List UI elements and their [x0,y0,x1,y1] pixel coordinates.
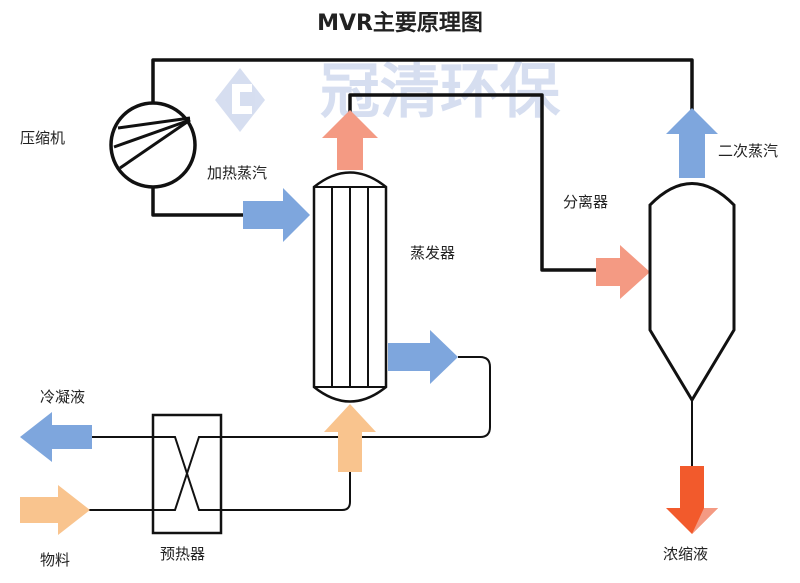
feed-evaporator-arrow [324,404,376,472]
material-label: 物料 [40,551,70,569]
condensate-label: 冷凝液 [40,388,85,406]
watermark: 冠清环保 [215,57,561,132]
heating-steam-arrow [243,188,310,242]
concentrate-label: 浓缩液 [663,545,708,563]
concentrate-arrow [666,466,718,534]
preheater [151,413,223,535]
material-arrow [20,485,90,535]
secondary-steam-arrow [666,108,718,178]
watermark-logo-icon [215,68,265,132]
compressor [109,101,197,189]
condensate-arrow [20,412,92,462]
feed-pipe [88,472,351,511]
evaporator-condensate-arrow [388,330,458,384]
diagram-title: MVR主要原理图 [317,11,483,36]
evaporator-label: 蒸发器 [410,244,455,262]
concentrate-arrow-tip [692,508,718,534]
condensate-loop-pipe [88,356,491,438]
separator [648,182,736,403]
heating-steam-label: 加热蒸汽 [207,164,267,182]
separator-label: 分离器 [563,193,608,211]
preheater-label: 预热器 [160,545,205,563]
separator-inlet-arrow [596,245,650,299]
compressor-outer-pipe [151,58,694,122]
secondary-steam-label: 二次蒸汽 [718,142,778,160]
evaporator-vapor-arrow [322,110,378,170]
vapor-pipe [348,93,596,272]
evaporator [312,171,388,403]
compressor-label: 压缩机 [20,129,65,147]
watermark-text: 冠清环保 [320,57,561,127]
